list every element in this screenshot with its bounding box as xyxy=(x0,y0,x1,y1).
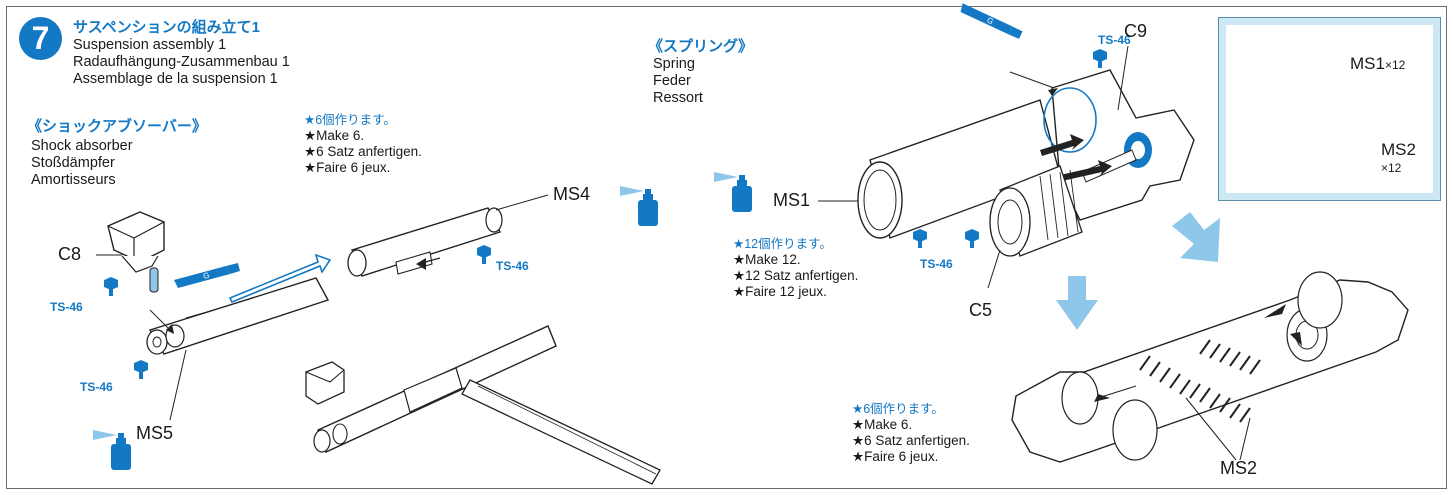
shock-names: Shock absorber Stoßdämpfer Amortisseurs xyxy=(31,138,133,189)
step-title-fr: Assemblage de la suspension 1 xyxy=(73,71,278,87)
bolt-ts46-2 xyxy=(134,360,148,379)
shock-name-de: Stoßdämpfer xyxy=(31,155,115,171)
step-title-en: Suspension assembly 1 xyxy=(73,37,227,53)
spring-name-en: Spring xyxy=(653,56,695,72)
label-ms5: MS5 xyxy=(136,423,174,443)
bolt-ts46-6 xyxy=(965,229,979,248)
page-frame xyxy=(6,6,1447,489)
label-ms1: MS1 xyxy=(773,190,811,210)
make12-note: ★12個作ります。 ★Make 12. ★12 Satz anfertigen.… xyxy=(733,236,858,300)
label-ts46-5: TS-46 xyxy=(920,257,953,271)
make6b-fr: ★Faire 6 jeux. xyxy=(852,449,939,464)
ms5-lower-body-part xyxy=(146,277,330,355)
bolt-ts46-1 xyxy=(104,277,118,296)
spray-ms4 xyxy=(620,186,658,226)
label-ts46-1: TS-46 xyxy=(50,300,83,314)
label-ms4: MS4 xyxy=(553,184,591,204)
ms4-upper-body-part xyxy=(347,207,503,277)
make6b-en: ★Make 6. xyxy=(852,417,913,432)
label-c8: C8 xyxy=(58,244,82,264)
bolt-ts46-5 xyxy=(913,229,927,248)
step-titles: Suspension assembly 1 Radaufhängung-Zusa… xyxy=(73,37,290,88)
c5-part xyxy=(989,165,1083,257)
step-title-jp: サスペンションの組み立て1 xyxy=(73,19,260,36)
glue-brush-right xyxy=(957,0,1025,52)
label-c9: C9 xyxy=(1124,21,1148,41)
diagonal-arrow xyxy=(1172,212,1220,262)
shock-header-jp: 《ショックアブソーバー》 xyxy=(27,118,207,135)
glue-brush-left xyxy=(174,263,240,288)
parts-box-ms2: MS2 ×12 xyxy=(1381,141,1416,177)
ms1-tube-part xyxy=(857,99,1061,239)
step-number-badge: 7 xyxy=(19,17,62,60)
shock-name-en: Shock absorber xyxy=(31,138,133,154)
bolt-ts46-3 xyxy=(477,245,491,264)
label-ms2-bottom: MS2 xyxy=(1220,458,1258,478)
c8-cap-part xyxy=(107,211,165,293)
make6-note-top: ★6個作ります。 ★Make 6. ★6 Satz anfertigen. ★F… xyxy=(304,112,422,176)
spray-ms5 xyxy=(93,430,131,470)
make6-de: ★6 Satz anfertigen. xyxy=(304,144,422,159)
shock-name-fr: Amortisseurs xyxy=(31,172,116,188)
bolt-ts46-4 xyxy=(1093,49,1107,68)
spring-header-jp: 《スプリング》 xyxy=(648,38,754,55)
make12-jp: ★12個作ります。 xyxy=(733,237,832,251)
parts-box-inner xyxy=(1225,24,1434,194)
spring-name-de: Feder xyxy=(653,73,691,89)
parts-box-ms1-qty: ×12 xyxy=(1384,58,1406,72)
parts-box-ms1-label: MS1 xyxy=(1350,54,1385,73)
spray-ms1 xyxy=(714,172,752,212)
make12-fr: ★Faire 12 jeux. xyxy=(733,284,827,299)
make12-de: ★12 Satz anfertigen. xyxy=(733,268,859,283)
make6b-jp: ★6個作ります。 xyxy=(852,402,944,416)
parts-box-ms2-label: MS2 xyxy=(1381,140,1416,159)
make6-jp: ★6個作ります。 xyxy=(304,113,396,127)
parts-box-ms2-qty: ×12 xyxy=(1381,161,1402,175)
shock-with-screwdriver-part xyxy=(305,325,661,485)
step-title-de: Radaufhängung-Zusammenbau 1 xyxy=(73,54,290,70)
label-ts46-3: TS-46 xyxy=(496,259,529,273)
spring-names: Spring Feder Ressort xyxy=(653,56,703,107)
label-ts46-2: TS-46 xyxy=(80,380,113,394)
make12-en: ★Make 12. xyxy=(733,252,801,267)
make6-fr: ★Faire 6 jeux. xyxy=(304,160,391,175)
assembled-suspension-part xyxy=(1011,271,1409,463)
spring-name-fr: Ressort xyxy=(653,90,703,106)
make6-note-bottom: ★6個作ります。 ★Make 6. ★6 Satz anfertigen. ★F… xyxy=(852,401,970,465)
make6b-de: ★6 Satz anfertigen. xyxy=(852,433,970,448)
make6-en: ★Make 6. xyxy=(304,128,365,143)
parts-box-ms1: MS1×12 xyxy=(1350,54,1405,74)
label-c5: C5 xyxy=(969,300,993,320)
parts-box xyxy=(1218,17,1441,201)
label-ts46-4: TS-46 xyxy=(1098,33,1131,47)
down-arrow xyxy=(1056,276,1098,330)
